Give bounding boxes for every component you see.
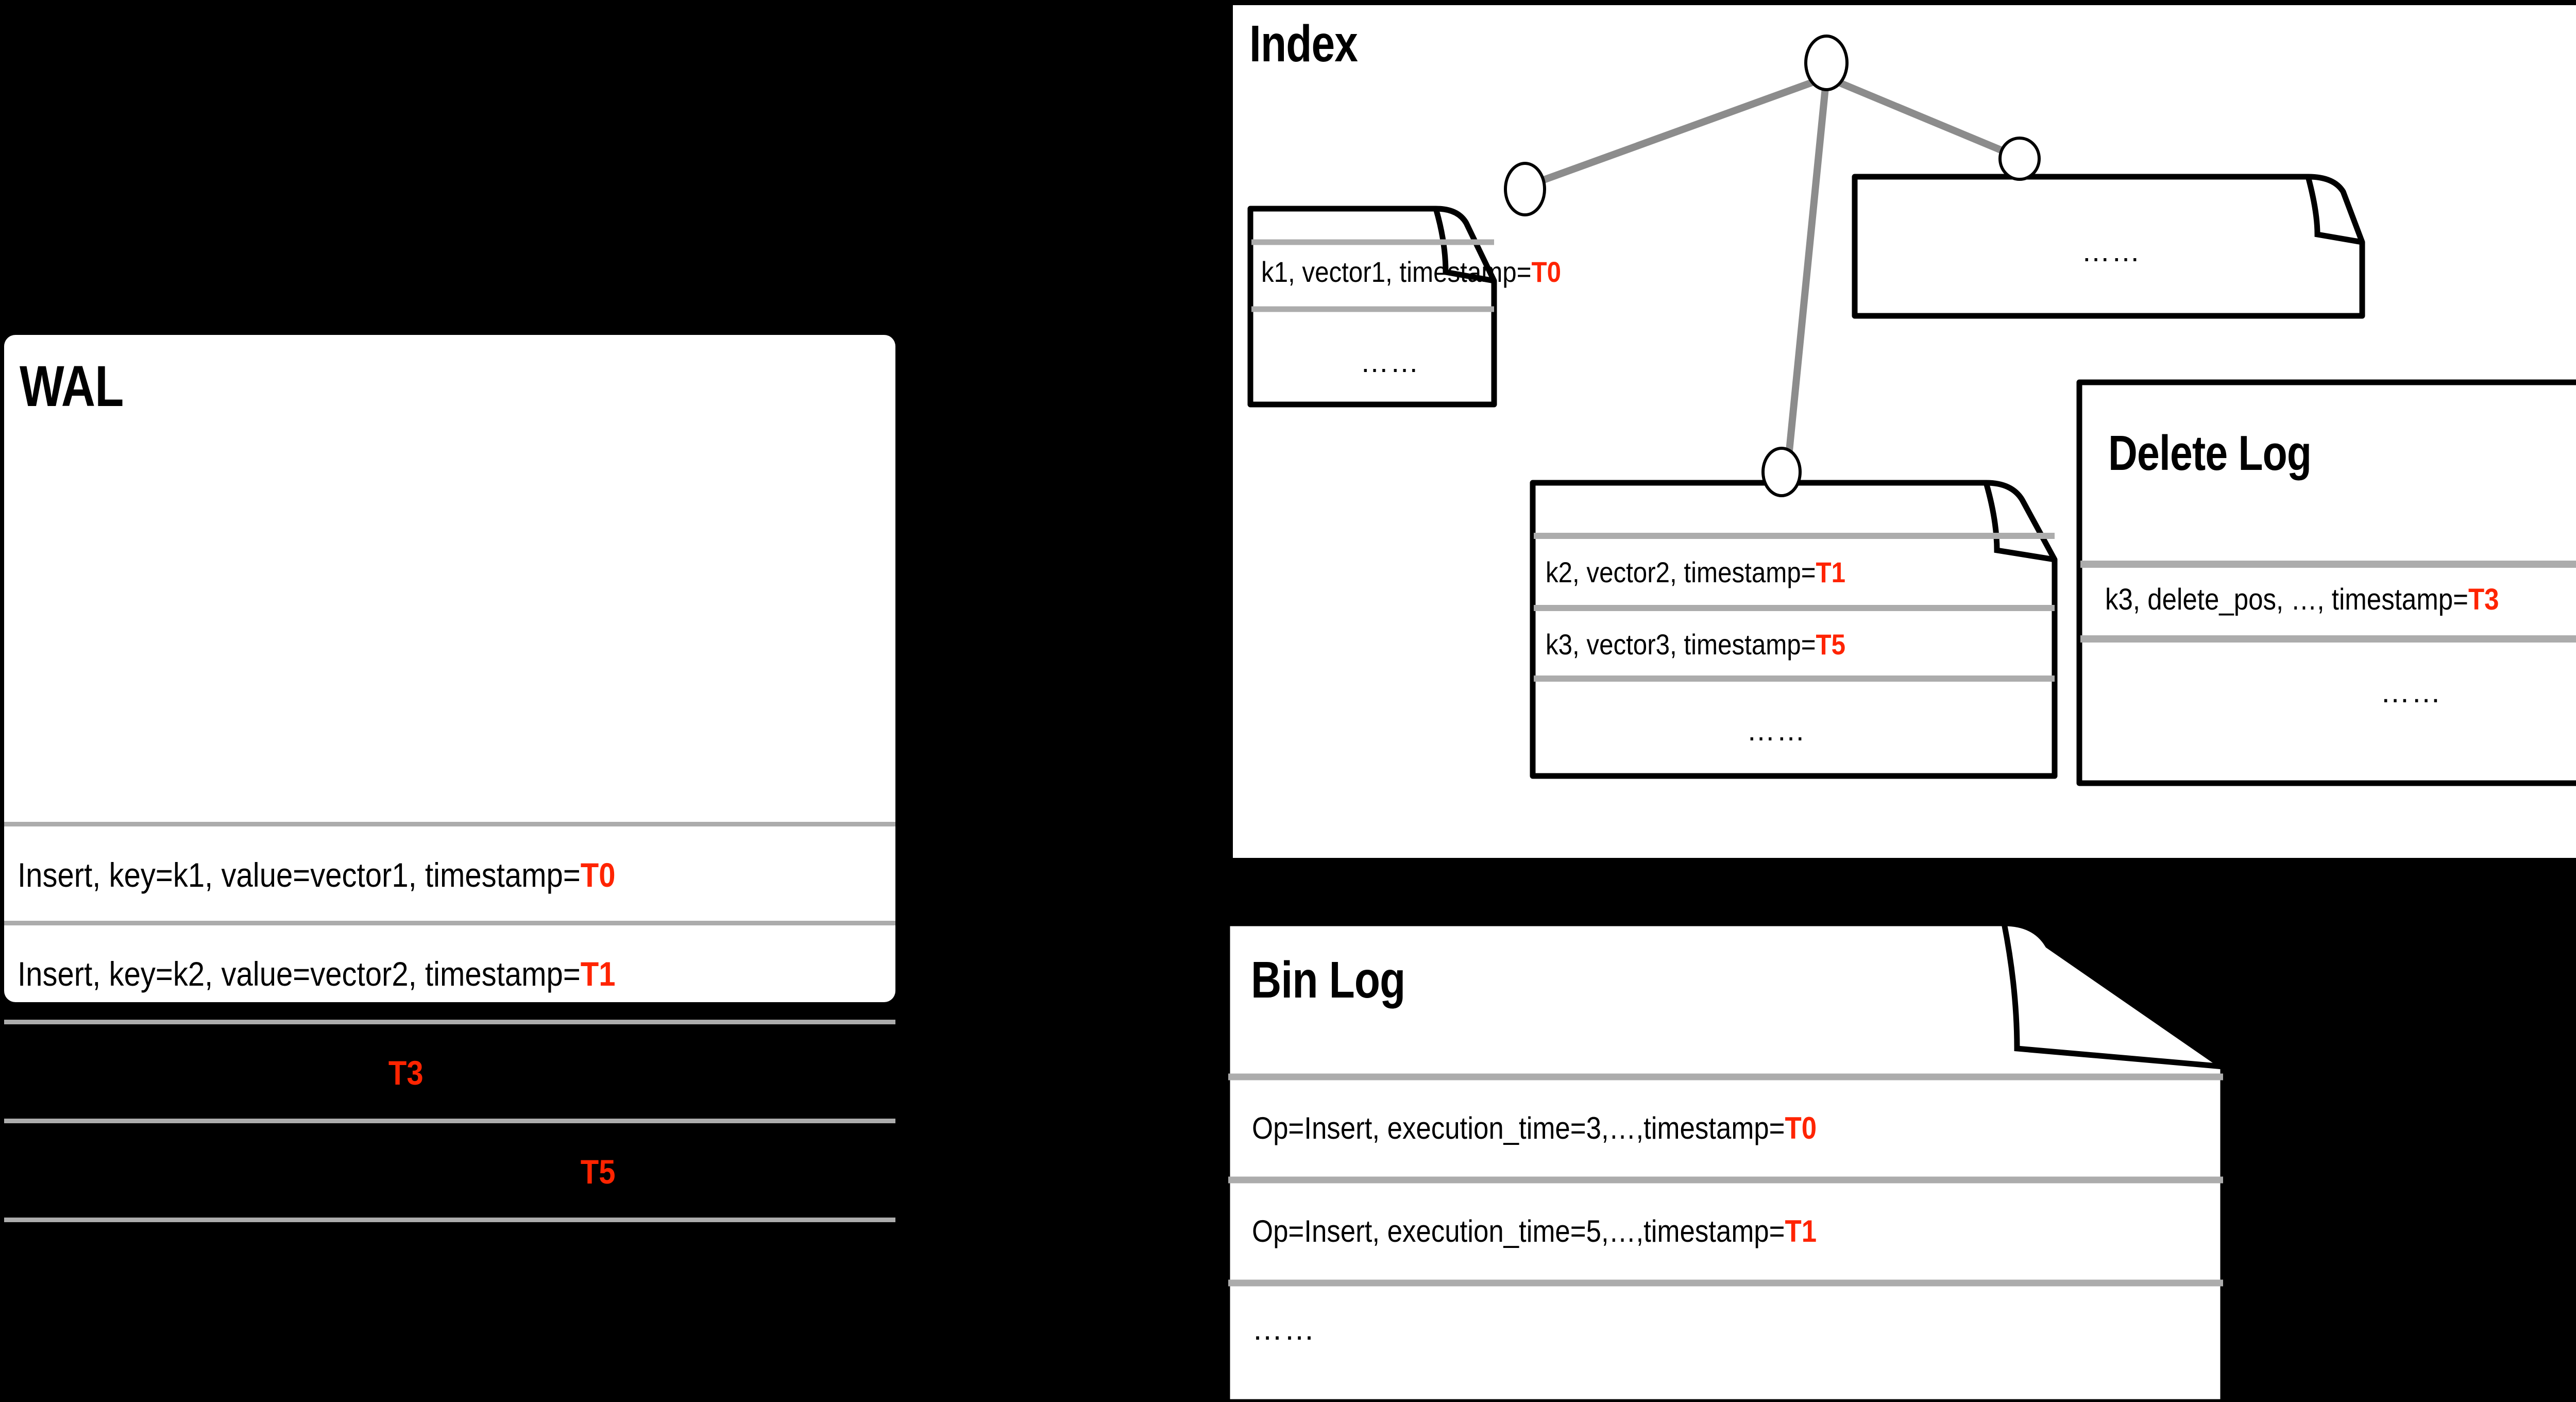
leaf-card-k2-k3-row-timestamp: T1 [1816, 556, 1846, 588]
wal-row: Insert, key=k2, value=vector2, timestamp… [18, 954, 616, 993]
bin-log-row-timestamp: T0 [1785, 1111, 1817, 1145]
bin-log-row-text: Op=Insert, execution_time=3,…,timestamp= [1252, 1111, 1785, 1145]
bin-log-row: Op=Insert, execution_time=3,…,timestamp=… [1252, 1110, 1817, 1146]
bin-log-title: Bin Log [1251, 951, 1405, 1009]
wal-row-timestamp: T1 [580, 955, 616, 993]
wal-separator [4, 1119, 895, 1123]
leaf-card-k2-k3-row: k2, vector2, timestamp=T1 [1546, 555, 1845, 589]
wal-panel: WAL Insert, key=k1, value=vector1, times… [4, 335, 895, 1288]
wal-row: Insert, key=k1, value=vector1, timestamp… [18, 855, 616, 894]
wal-title: WAL [20, 354, 124, 418]
wal-ellipsis: …… [18, 1250, 88, 1288]
wal-row-timestamp: T3 [388, 1054, 423, 1092]
leaf-card-k1-row: k1, vector1, timestamp=T0 [1261, 255, 1561, 289]
wal-separator [4, 1020, 895, 1024]
wal-row-text: Insert, key=k1, value=vector1, timestamp… [18, 856, 581, 894]
wal-row-text: Insert, key=k3, value=vector3, timestamp… [18, 1153, 581, 1191]
leaf-card-k1-row-text: k1, vector1, timestamp= [1261, 256, 1532, 288]
wal-separator [4, 822, 895, 826]
wal-row: Delete, key=k1, timestamp=T3 [18, 1053, 423, 1092]
leaf-card-k1-row-timestamp: T0 [1531, 256, 1562, 288]
index-title: Index [1249, 15, 1358, 73]
wal-row-text: Insert, key=k2, value=vector2, timestamp… [18, 955, 581, 993]
wal-row-timestamp: T0 [580, 856, 616, 894]
wal-row: Insert, key=k3, value=vector3, timestamp… [18, 1152, 616, 1191]
delete-log-row-text: k3, delete_pos, …, timestamp= [2105, 583, 2468, 616]
leaf-card-k2-k3-row-text: k3, vector3, timestamp= [1546, 628, 1816, 661]
bin-log-row-text: Op=Insert, execution_time=5,…,timestamp= [1252, 1214, 1785, 1248]
wal-row-timestamp: T5 [580, 1153, 616, 1191]
index-panel: Index [1233, 5, 2576, 858]
leaf-card-k1-ellipsis: …… [1360, 346, 1420, 378]
leaf-card-k2-k3-ellipsis: …… [1747, 714, 1806, 747]
wal-row-text: Delete, key=k1, timestamp= [18, 1054, 388, 1092]
bin-log-row: Op=Insert, execution_time=5,…,timestamp=… [1252, 1213, 1817, 1249]
leaf-card-k2-k3-row-text: k2, vector2, timestamp= [1546, 556, 1816, 588]
bin-log-ellipsis: …… [1252, 1312, 1316, 1346]
leaf-card-ellipsis-text: …… [2081, 235, 2141, 267]
bin-log-row-timestamp: T1 [1785, 1214, 1817, 1248]
wal-separator [4, 921, 895, 925]
delete-log-title: Delete Log [2108, 426, 2312, 481]
delete-log-ellipsis: …… [2380, 675, 2442, 709]
delete-log-row: k3, delete_pos, …, timestamp=T3 [2105, 582, 2499, 617]
leaf-card-k2-k3-row-timestamp: T5 [1816, 628, 1846, 661]
wal-separator [4, 1218, 895, 1222]
delete-log-row-timestamp: T3 [2468, 583, 2499, 616]
leaf-card-k2-k3-row: k3, vector3, timestamp=T5 [1546, 628, 1845, 661]
